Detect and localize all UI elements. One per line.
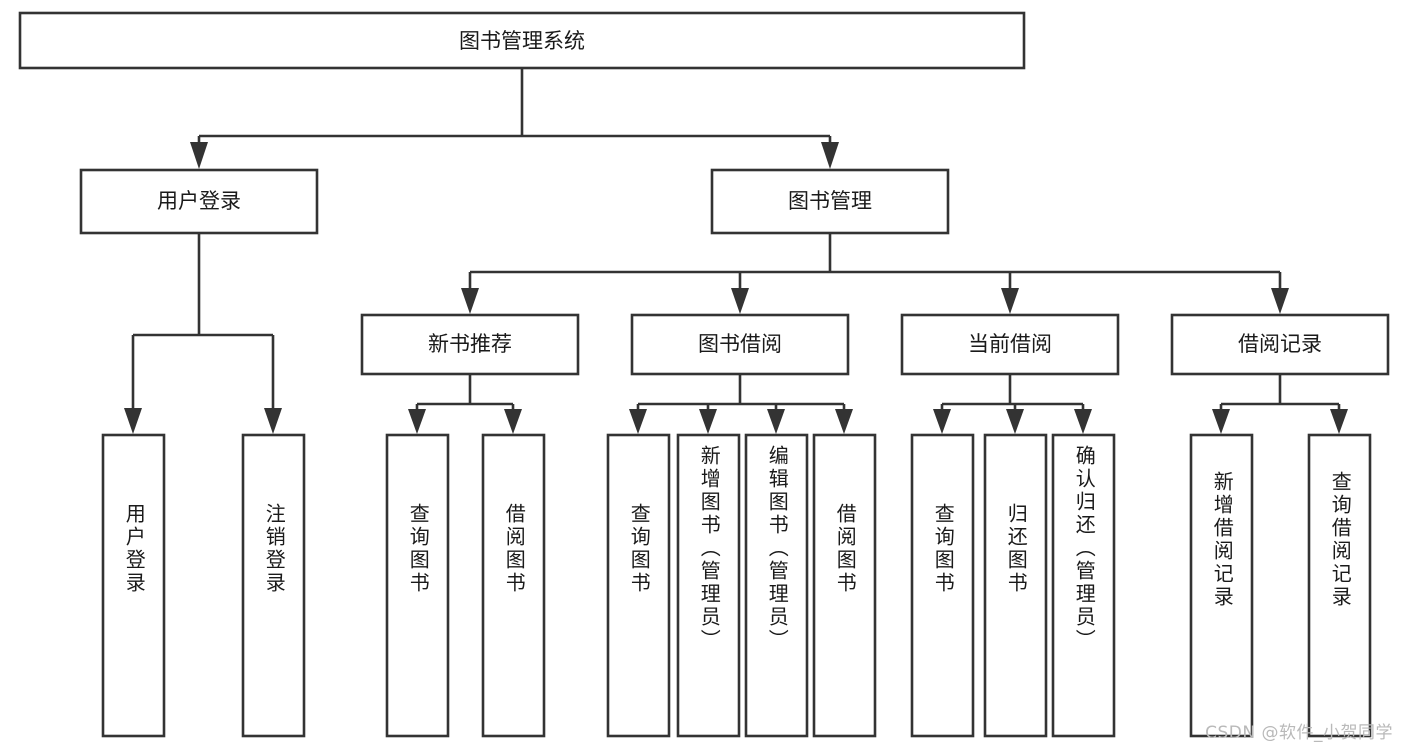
leaf-box-layer bbox=[101, 433, 1372, 738]
node-label-current-borrow: 当前借阅 bbox=[968, 332, 1052, 356]
node-user-login[interactable]: 用户登录 bbox=[79, 168, 319, 235]
node-label-book-borrow: 图书借阅 bbox=[698, 332, 782, 356]
arrowhead-leaf-user-login bbox=[124, 408, 142, 434]
arrowhead-leaf-borrow-book-1 bbox=[504, 409, 522, 434]
arrowhead-current-borrow bbox=[1001, 288, 1019, 314]
arrowhead-new-book-recommend bbox=[461, 288, 479, 314]
node-label-borrow-record: 借阅记录 bbox=[1238, 332, 1322, 356]
arrowhead-borrow-record bbox=[1271, 288, 1289, 314]
node-book-borrow[interactable]: 图书借阅 bbox=[630, 313, 850, 376]
arrowhead-leaf-query-borrow-record bbox=[1330, 409, 1348, 434]
node-box-leaf-borrow-book-1[interactable] bbox=[481, 433, 546, 738]
node-box-leaf-add-book[interactable] bbox=[676, 433, 741, 738]
node-book-management-system[interactable]: 图书管理系统 bbox=[18, 11, 1026, 70]
node-box-leaf-edit-book[interactable] bbox=[744, 433, 809, 738]
node-box-leaf-query-book-2[interactable] bbox=[606, 433, 671, 738]
arrowhead-leaf-borrow-book-2 bbox=[835, 409, 853, 434]
node-box-root[interactable] bbox=[18, 11, 1026, 70]
node-box-current-borrow[interactable] bbox=[900, 313, 1120, 376]
node-borrow-record[interactable]: 借阅记录 bbox=[1170, 313, 1390, 376]
node-box-borrow-record[interactable] bbox=[1170, 313, 1390, 376]
arrowhead-leaf-query-book-2 bbox=[629, 409, 647, 434]
arrowhead-leaf-edit-book bbox=[767, 409, 785, 434]
node-box-leaf-user-login[interactable] bbox=[101, 433, 166, 738]
arrowhead-leaf-user-logout bbox=[264, 408, 282, 434]
node-box-book-borrow[interactable] bbox=[630, 313, 850, 376]
node-box-book-management[interactable] bbox=[710, 168, 950, 235]
node-box-leaf-query-borrow-record[interactable] bbox=[1307, 433, 1372, 738]
node-book-management[interactable]: 图书管理 bbox=[710, 168, 950, 235]
node-box-leaf-add-borrow-record[interactable] bbox=[1189, 433, 1254, 738]
arrowhead-leaf-add-book bbox=[699, 409, 717, 434]
arrowhead-leaf-query-book-1 bbox=[408, 409, 426, 434]
node-box-leaf-return-book[interactable] bbox=[983, 433, 1048, 738]
node-box-new-book-recommend[interactable] bbox=[360, 313, 580, 376]
node-box-leaf-borrow-book-2[interactable] bbox=[812, 433, 877, 738]
arrowhead-user-login bbox=[190, 142, 208, 169]
arrowhead-leaf-add-borrow-record bbox=[1212, 409, 1230, 434]
arrowhead-leaf-return-book bbox=[1006, 409, 1024, 434]
arrowhead-leaf-query-book-3 bbox=[933, 409, 951, 434]
arrowhead-book-borrow bbox=[731, 288, 749, 314]
node-label-root: 图书管理系统 bbox=[459, 29, 585, 53]
arrowhead-leaf-confirm-return bbox=[1074, 409, 1092, 434]
node-box-leaf-query-book-3[interactable] bbox=[910, 433, 975, 738]
arrowhead-book-management bbox=[821, 142, 839, 169]
node-box-leaf-user-logout[interactable] bbox=[241, 433, 306, 738]
node-label-new-book-recommend: 新书推荐 bbox=[428, 332, 512, 356]
node-new-book-recommend[interactable]: 新书推荐 bbox=[360, 313, 580, 376]
node-label-book-management: 图书管理 bbox=[788, 189, 872, 213]
node-current-borrow[interactable]: 当前借阅 bbox=[900, 313, 1120, 376]
node-box-leaf-confirm-return[interactable] bbox=[1051, 433, 1116, 738]
node-box-leaf-query-book-1[interactable] bbox=[385, 433, 450, 738]
node-label-user-login: 用户登录 bbox=[157, 189, 241, 213]
node-box-user-login[interactable] bbox=[79, 168, 319, 235]
connector-layer bbox=[124, 68, 1348, 434]
